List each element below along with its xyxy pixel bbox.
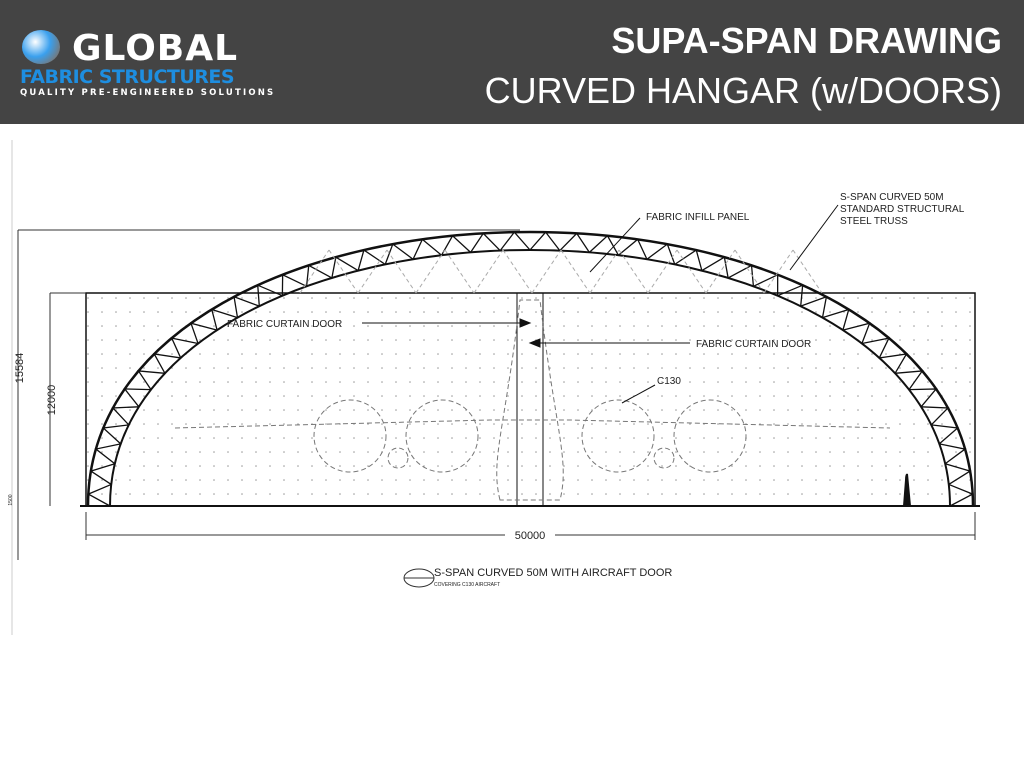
infill-panel-line [502,249,533,294]
truss-web [210,308,238,331]
infill-panel-line [473,249,504,294]
truss-web [861,337,891,359]
infill-panel-line [589,249,620,294]
truss-web [233,295,260,318]
truss-web [470,232,501,253]
truss-web [588,234,619,256]
truss-web [529,231,561,251]
truss-web [281,273,307,296]
infill-panel-line [299,249,330,294]
truss-web [441,234,472,256]
globe-icon [22,30,60,64]
infill-panel-line [560,249,591,294]
label-door-right: FABRIC CURTAIN DOOR [696,339,811,350]
label-truss-3: STEEL TRUSS [840,216,908,227]
truss-web [123,388,151,408]
infill-panel-line [763,249,794,294]
dim-width: 50000 [515,530,546,542]
infill-panel-line [415,249,446,294]
page-subtitle: CURVED HANGAR (w/DOORS) [484,70,1002,111]
truss-web [618,238,648,260]
infill-panel-line [734,249,765,294]
truss-inner-chord [109,249,531,507]
page-title: SUPA-SPAN DRAWING [611,20,1002,61]
infill-panel-line [676,249,707,294]
infill-panel-line [705,249,736,294]
truss-web [939,443,967,465]
truss-web [879,353,908,374]
truss-web [909,388,938,408]
logo-tagline: QUALITY PRE-ENGINEERED SOLUTIONS [20,88,276,98]
dim-overall-height: 15584 [14,353,26,384]
caption-title: S-SPAN CURVED 50M WITH AIRCRAFT DOOR [434,567,672,579]
truss-web [111,406,139,426]
logo-name: GLOBAL [72,28,239,69]
truss-web [948,483,975,507]
c130-aircraft [174,299,891,501]
truss-web [727,264,755,287]
truss-web [89,463,116,486]
truss-inner-chord [529,249,951,507]
truss-outer-chord [86,230,531,507]
infill-panel-line [618,249,649,294]
truss-web [331,256,359,279]
leader-truss [789,204,839,271]
label-door-left: FABRIC CURTAIN DOOR [227,319,342,330]
truss-web [674,249,703,271]
truss-web [412,238,442,260]
truss-web [921,406,950,426]
truss-web [894,370,924,390]
truss-web [701,256,729,279]
caption-sub: COVERING C130 AIRCRAFT [434,582,500,588]
truss-web [357,249,386,271]
infill-panel-line [647,249,678,294]
label-truss-2: STANDARD STRUCTURAL [840,204,965,215]
truss-web [305,264,333,287]
leader-infill [589,217,641,273]
label-truss-1: S-SPAN CURVED 50M [840,192,944,203]
label-infill: FABRIC INFILL PANEL [646,212,750,223]
truss-web [384,243,414,265]
truss-web [94,443,121,465]
truss-outer-chord [529,230,975,507]
truss [86,230,975,507]
truss-web [257,284,283,307]
person-scale-figure [903,473,911,506]
truss-web [800,295,828,318]
header-banner: GLOBAL FABRIC STRUCTURES QUALITY PRE-ENG… [0,0,1024,124]
truss-web [931,424,960,445]
label-c130: C130 [657,376,681,387]
truss-web [170,337,199,359]
infill-panel-line [328,249,359,294]
logo-sub: FABRIC STRUCTURES [20,66,235,88]
infill-panel-line [386,249,417,294]
truss-web [189,322,218,344]
infill-panel-line [531,249,562,294]
door-frame [85,292,976,507]
truss-web [753,273,779,296]
dim-wall-height: 12000 [46,385,58,416]
truss-web [101,424,129,445]
truss-web [822,308,850,331]
leader-c130 [621,384,656,404]
hangar-drawing: FABRIC CURTAIN DOOR FABRIC CURTAIN DOOR … [8,140,980,635]
truss-web [499,231,531,251]
truss-web [137,370,166,390]
infill-panel-line [444,249,475,294]
dim-base: 1500 [8,494,14,505]
truss-web [153,353,181,374]
caption-symbol [403,568,435,588]
infill-panel-line [357,249,388,294]
truss-web [777,284,804,307]
truss-web [86,483,112,507]
truss-web [944,463,972,486]
truss-web [559,232,590,253]
infill-panel-line [792,249,823,294]
truss-web [842,322,871,344]
